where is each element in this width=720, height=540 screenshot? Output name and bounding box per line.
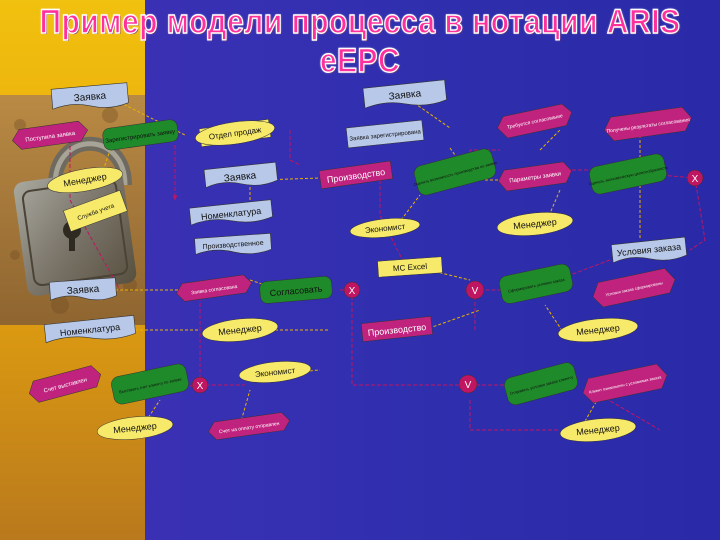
- connector-v1-label: V: [472, 286, 479, 297]
- node-o3: Производство: [319, 161, 393, 189]
- node-d5: Производственное: [195, 233, 272, 257]
- connector-x2: X: [192, 377, 208, 393]
- node-f1: Зарегистрировать заявку: [102, 119, 179, 151]
- node-e2: Заявка зарегистрирована: [346, 120, 424, 148]
- node-d6: Условия заказа: [611, 237, 687, 266]
- connector-v2-label: V: [465, 380, 472, 391]
- connector-v2: V: [459, 375, 477, 393]
- node-e5: Параметры заявки: [497, 161, 573, 192]
- node-e3: Требуется согласование: [495, 102, 574, 139]
- connector-x2-label: X: [197, 381, 204, 392]
- node-f7: Отправить условия заказа клиенту: [503, 361, 580, 407]
- node-e4: Получены результаты согласования: [603, 106, 693, 142]
- node-d7-label: Заявка: [66, 284, 100, 297]
- node-e6: МС Excel: [378, 257, 443, 277]
- node-e7: Заявка согласована: [175, 274, 253, 302]
- node-e8: Условия заказа сформированы: [590, 267, 677, 309]
- connector-x1-label: X: [349, 286, 356, 297]
- node-f2: Оценить возможность производства по заяв…: [409, 146, 501, 198]
- node-o8: Производство: [361, 316, 432, 341]
- connector-v1: V: [466, 281, 484, 299]
- node-e11: Счет на оплату отправлен: [207, 412, 291, 441]
- node-f4: Согласовать: [259, 276, 333, 304]
- node-o5: Экономист: [349, 215, 420, 240]
- node-e1: Поступила заявка: [11, 120, 89, 150]
- node-d2: Заявка: [363, 80, 447, 111]
- node-o12: Менеджер: [559, 415, 637, 445]
- node-f5: Сформировать условия заказа: [498, 263, 574, 305]
- node-d1: Заявка: [51, 83, 129, 113]
- connector-x3: X: [687, 170, 703, 186]
- node-o11: Менеджер: [96, 413, 174, 443]
- node-o9: Менеджер: [557, 315, 639, 345]
- node-d8: Номенклатура: [44, 315, 136, 345]
- node-o7: Менеджер: [201, 315, 279, 345]
- node-e9: Счет выставлен: [26, 364, 103, 404]
- connector-x3-label: X: [692, 174, 699, 185]
- node-f3: Оценить экономическую целесообразность: [585, 152, 670, 196]
- node-o2: Менеджер: [46, 163, 125, 198]
- node-e10: Клиент ознакомлен с условиями заказа: [580, 362, 669, 404]
- node-o6: Менеджер: [496, 209, 574, 239]
- connector-x1: X: [344, 282, 360, 298]
- node-f6: Выставить счет клиенту по заявке: [110, 362, 190, 405]
- node-d3: Заявка: [204, 162, 278, 190]
- node-o10: Экономист: [238, 358, 312, 385]
- node-o4: Служба учета: [63, 190, 127, 231]
- node-o1: Отдел продаж: [194, 117, 276, 150]
- node-d4: Номенклатура: [189, 200, 273, 228]
- node-d7: Заявка: [49, 278, 116, 304]
